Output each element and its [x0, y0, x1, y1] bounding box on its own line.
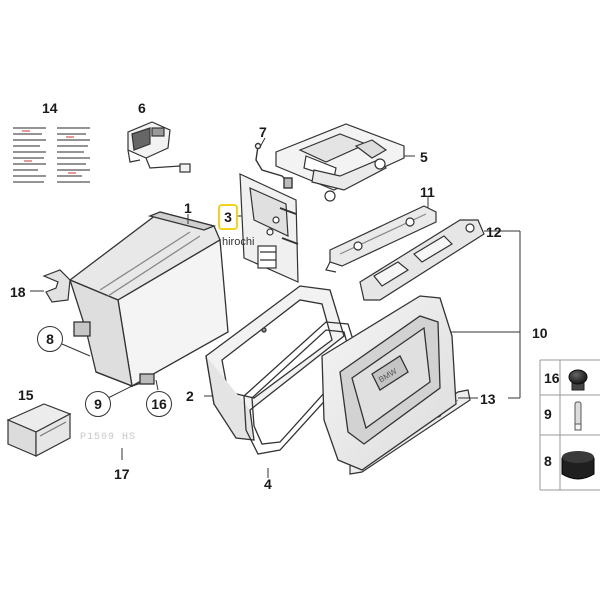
callout-3-highlighted: 3	[218, 204, 238, 230]
overlay-watermark: hirochi	[222, 236, 255, 248]
callout-17: 17	[114, 466, 130, 482]
case-lid-part	[321, 295, 457, 471]
callout-4: 4	[264, 476, 272, 492]
callout-6: 6	[138, 100, 146, 116]
hinge-strip-part	[325, 205, 437, 273]
callout-12: 12	[486, 224, 502, 240]
callout-10: 10	[532, 325, 548, 341]
pin-part	[574, 401, 582, 431]
rubber-foot-part	[561, 451, 595, 480]
legend-label-8: 8	[544, 453, 552, 469]
cable-part	[254, 142, 293, 189]
legend-label-9: 9	[544, 406, 552, 422]
callout-7: 7	[259, 124, 267, 140]
callout-8-circle: 8	[37, 326, 63, 352]
callout-18: 18	[10, 284, 26, 300]
retaining-clip-part	[42, 269, 71, 303]
label-sheet-part	[13, 127, 90, 183]
callout-2: 2	[186, 388, 194, 404]
legend-label-16: 16	[544, 370, 560, 386]
callout-15: 15	[18, 387, 34, 403]
faint-watermark: P1509 HS	[80, 432, 137, 443]
callout-16-circle: 16	[146, 391, 172, 417]
callout-13: 13	[480, 391, 496, 407]
lock-bracket-part	[239, 173, 299, 283]
knob-part	[568, 369, 588, 391]
case-frame-part	[205, 285, 345, 441]
storage-box-part	[6, 403, 72, 457]
callout-11: 11	[420, 184, 435, 200]
legend-panel	[539, 359, 600, 491]
case-body-part	[68, 211, 229, 388]
callout-9-circle: 9	[85, 391, 111, 417]
callout-1: 1	[184, 200, 192, 216]
callout-14: 14	[42, 100, 58, 116]
lock-cylinder-part	[127, 121, 191, 173]
callout-5: 5	[420, 149, 428, 165]
gasket-seal-part	[243, 321, 361, 455]
lid-hinge-part	[359, 219, 485, 301]
handle-assembly-part	[275, 123, 405, 202]
